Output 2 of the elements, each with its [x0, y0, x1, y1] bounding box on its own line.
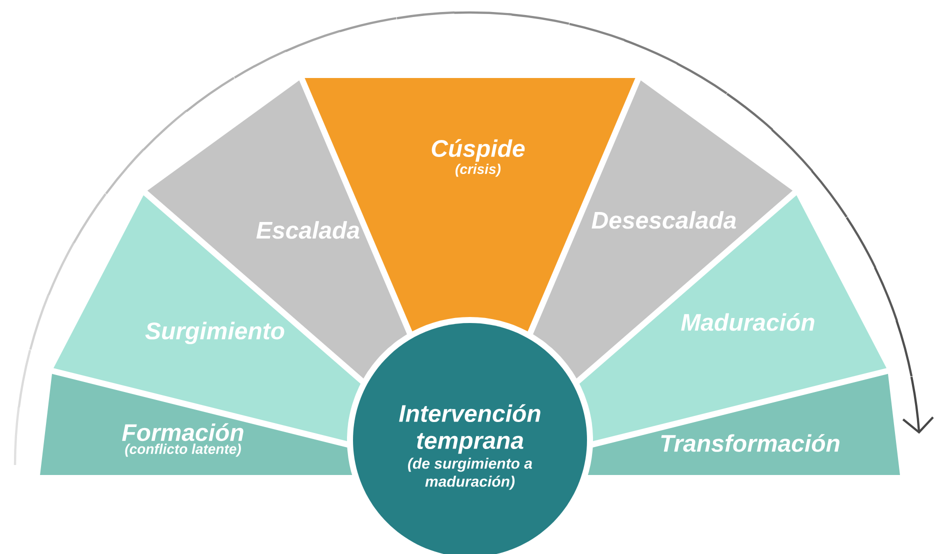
segment: Formación (conflicto latente)	[40, 374, 352, 475]
segment: Transformación	[588, 374, 900, 475]
